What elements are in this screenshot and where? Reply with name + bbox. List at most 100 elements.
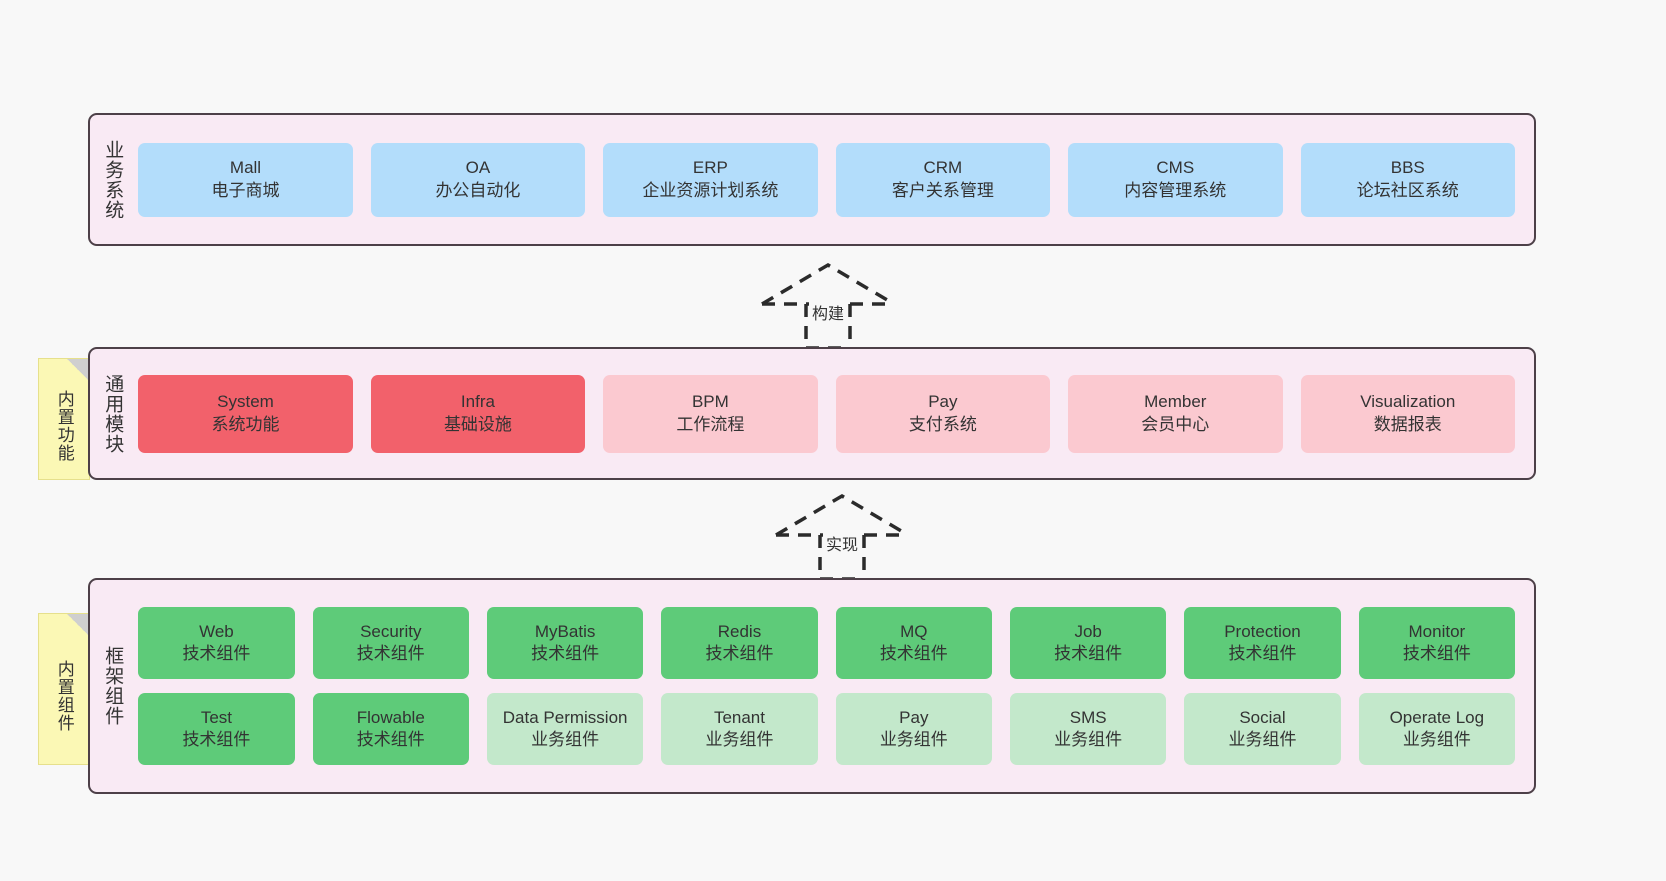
card-mq-cn: 技术组件 (879, 644, 948, 663)
arrow-implement: 实现 (774, 493, 910, 581)
layer-business-systems: 业务系统 Mall 电子商城 OA 办公自动化 ERP 企业资源计划系统 CRM… (88, 113, 1536, 246)
card-bpm-cn: 工作流程 (676, 414, 745, 434)
note-fold-corner-icon (67, 614, 89, 636)
framework-components-row-1: Web 技术组件 Security 技术组件 MyBatis 技术组件 Redi… (129, 607, 1524, 679)
card-mall-cn: 电子商城 (211, 180, 280, 200)
card-flowable[interactable]: Flowable 技术组件 (312, 693, 469, 765)
card-operate-log[interactable]: Operate Log 业务组件 (1358, 693, 1516, 765)
framework-components-row-2: Test 技术组件 Flowable 技术组件 Data Permission … (129, 693, 1524, 765)
card-protection[interactable]: Protection 技术组件 (1184, 607, 1341, 679)
card-mall-en: Mall (229, 158, 262, 178)
card-data-permission-cn: 业务组件 (531, 730, 600, 749)
card-job[interactable]: Job 技术组件 (1009, 607, 1167, 679)
card-infra[interactable]: Infra 基础设施 (370, 374, 586, 453)
card-test-en: Test (200, 707, 233, 727)
note-builtin-features: 内置功能 (38, 358, 90, 480)
common-modules-card-row: System 系统功能 Infra 基础设施 BPM 工作流程 Pay 支付系统… (129, 349, 1534, 478)
card-pay-module-cn: 支付系统 (908, 414, 977, 434)
note-fold-corner-icon (67, 359, 89, 381)
card-system-en: System (217, 392, 274, 412)
card-redis-en: Redis (717, 621, 762, 641)
card-social[interactable]: Social 业务组件 (1184, 693, 1341, 765)
card-tenant[interactable]: Tenant 业务组件 (661, 693, 818, 765)
card-cms-en: CMS (1156, 158, 1195, 178)
card-web[interactable]: Web 技术组件 (138, 607, 295, 679)
card-mq[interactable]: MQ 技术组件 (835, 607, 992, 679)
card-sms[interactable]: SMS 业务组件 (1009, 693, 1167, 765)
card-tenant-cn: 业务组件 (705, 730, 774, 749)
card-web-cn: 技术组件 (182, 644, 251, 663)
card-erp[interactable]: ERP 企业资源计划系统 (603, 142, 818, 217)
card-mall[interactable]: Mall 电子商城 (138, 142, 353, 217)
card-test-cn: 技术组件 (182, 730, 251, 749)
card-pay-module[interactable]: Pay 支付系统 (835, 374, 1051, 453)
layer-framework-components-title: 框架组件 (102, 646, 124, 726)
card-member[interactable]: Member 会员中心 (1068, 374, 1283, 453)
note-builtin-components: 内置组件 (38, 613, 90, 765)
layer-framework-components: 框架组件 Web 技术组件 Security 技术组件 MyBatis 技术组件… (88, 578, 1536, 794)
card-redis[interactable]: Redis 技术组件 (661, 607, 818, 679)
card-flowable-cn: 技术组件 (356, 730, 425, 749)
card-protection-en: Protection (1224, 621, 1301, 641)
card-cms[interactable]: CMS 内容管理系统 (1068, 142, 1283, 217)
card-mybatis-cn: 技术组件 (531, 644, 600, 663)
layer-common-modules-title: 通用模块 (102, 373, 124, 454)
card-crm-cn: 客户关系管理 (891, 180, 994, 200)
card-visualization-en: Visualization (1360, 392, 1456, 412)
card-crm-en: CRM (923, 158, 963, 178)
card-job-en: Job (1074, 621, 1102, 641)
card-monitor-cn: 技术组件 (1402, 644, 1471, 663)
card-tenant-en: Tenant (713, 707, 765, 727)
card-oa-cn: 办公自动化 (435, 180, 521, 200)
card-security-cn: 技术组件 (356, 644, 425, 663)
card-erp-cn: 企业资源计划系统 (642, 180, 779, 200)
card-social-en: Social (1239, 707, 1286, 727)
card-web-en: Web (199, 621, 234, 641)
card-flowable-en: Flowable (356, 707, 425, 727)
card-data-permission-en: Data Permission (502, 707, 628, 727)
arrow-build: 构建 (760, 262, 896, 350)
card-sms-en: SMS (1069, 707, 1107, 727)
card-bpm[interactable]: BPM 工作流程 (603, 374, 818, 453)
note-builtin-features-label: 内置功能 (54, 390, 74, 462)
card-visualization-cn: 数据报表 (1373, 414, 1442, 434)
card-bbs-en: BBS (1390, 158, 1425, 178)
card-security[interactable]: Security 技术组件 (312, 607, 469, 679)
arrow-implement-label: 实现 (822, 531, 862, 555)
card-erp-en: ERP (692, 158, 728, 178)
card-pay-component[interactable]: Pay 业务组件 (835, 693, 992, 765)
card-cms-cn: 内容管理系统 (1124, 180, 1227, 200)
card-infra-cn: 基础设施 (443, 414, 512, 434)
card-sms-cn: 业务组件 (1054, 730, 1123, 749)
card-security-en: Security (360, 621, 422, 641)
card-social-cn: 业务组件 (1228, 730, 1297, 749)
card-mybatis-en: MyBatis (534, 621, 596, 641)
card-monitor-en: Monitor (1408, 621, 1466, 641)
card-monitor[interactable]: Monitor 技术组件 (1358, 607, 1516, 679)
card-system[interactable]: System 系统功能 (138, 374, 353, 453)
card-pay-module-en: Pay (928, 392, 958, 412)
card-system-cn: 系统功能 (211, 414, 280, 434)
card-test[interactable]: Test 技术组件 (138, 693, 295, 765)
card-bbs-cn: 论坛社区系统 (1356, 180, 1459, 200)
card-oa[interactable]: OA 办公自动化 (370, 142, 586, 217)
card-pay-component-en: Pay (899, 707, 929, 727)
card-bpm-en: BPM (691, 392, 729, 412)
card-mq-en: MQ (900, 621, 928, 641)
card-redis-cn: 技术组件 (705, 644, 774, 663)
card-visualization[interactable]: Visualization 数据报表 (1300, 374, 1515, 453)
business-systems-card-row: Mall 电子商城 OA 办公自动化 ERP 企业资源计划系统 CRM 客户关系… (129, 115, 1534, 244)
card-data-permission[interactable]: Data Permission 业务组件 (486, 693, 644, 765)
arrow-build-label: 构建 (808, 300, 848, 324)
card-crm[interactable]: CRM 客户关系管理 (835, 142, 1051, 217)
card-pay-component-cn: 业务组件 (879, 730, 948, 749)
card-operate-log-en: Operate Log (1389, 707, 1485, 727)
note-builtin-components-label: 内置组件 (54, 660, 74, 732)
card-mybatis[interactable]: MyBatis 技术组件 (486, 607, 644, 679)
framework-components-card-grid: Web 技术组件 Security 技术组件 MyBatis 技术组件 Redi… (129, 580, 1534, 792)
card-infra-en: Infra (460, 392, 495, 412)
card-oa-en: OA (465, 158, 491, 178)
card-protection-cn: 技术组件 (1228, 644, 1297, 663)
card-job-cn: 技术组件 (1054, 644, 1123, 663)
card-bbs[interactable]: BBS 论坛社区系统 (1300, 142, 1515, 217)
